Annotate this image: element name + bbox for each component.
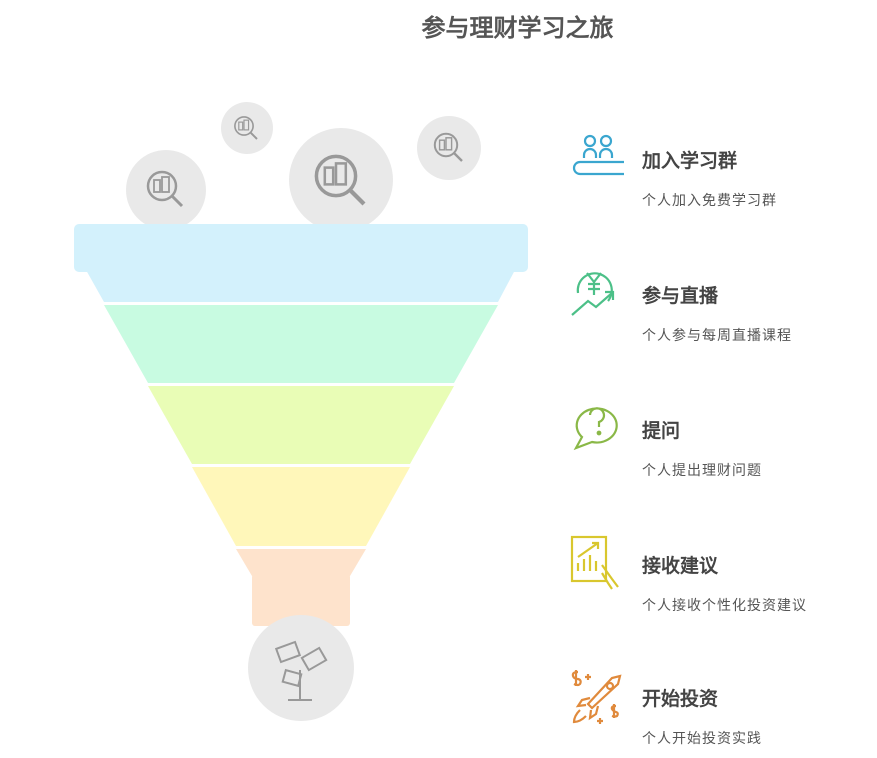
funnel-layer-3 bbox=[148, 386, 454, 464]
funnel-layer-1 bbox=[74, 224, 528, 302]
yuan-growth-icon bbox=[571, 272, 615, 316]
funnel-layer-2 bbox=[104, 305, 498, 383]
step-title: 加入学习群 bbox=[642, 150, 738, 172]
step-title: 接收建议 bbox=[642, 555, 719, 577]
step-description: 个人参与每周直播课程 bbox=[642, 328, 792, 344]
magnifier-circle bbox=[126, 150, 206, 230]
magnifier-circle bbox=[289, 128, 393, 232]
step-join-group: 加入学习群 个人加入免费学习群 bbox=[568, 130, 868, 220]
step-ask-question: 提问 个人提出理财问题 bbox=[568, 400, 868, 490]
step-description: 个人开始投资实践 bbox=[642, 731, 762, 747]
step-description: 个人提出理财问题 bbox=[642, 463, 762, 479]
step-receive-advice: 接收建议 个人接收个性化投资建议 bbox=[568, 535, 868, 625]
people-on-bar-icon bbox=[572, 134, 624, 176]
step-description: 个人加入免费学习群 bbox=[642, 193, 777, 209]
step-title: 参与直播 bbox=[642, 285, 719, 307]
step-title: 提问 bbox=[642, 420, 681, 442]
step-join-live: 参与直播 个人参与每周直播课程 bbox=[568, 265, 868, 355]
rocket-icon bbox=[571, 670, 622, 724]
magnifier-circle bbox=[417, 116, 481, 180]
funnel-layer-5 bbox=[236, 549, 366, 626]
chart-tablet-icon bbox=[570, 535, 619, 590]
step-title: 开始投资 bbox=[642, 688, 719, 710]
funnel-diagram bbox=[74, 102, 528, 721]
magnifier-circle bbox=[221, 102, 273, 154]
question-bubble-icon bbox=[573, 407, 618, 451]
money-plant-circle bbox=[248, 615, 354, 721]
page-title: 参与理财学习之旅 bbox=[421, 14, 614, 42]
step-description: 个人接收个性化投资建议 bbox=[642, 598, 807, 614]
money-plant-icon bbox=[274, 640, 328, 701]
funnel-layer-4 bbox=[192, 467, 410, 546]
step-start-investing: 开始投资 个人开始投资实践 bbox=[568, 668, 868, 758]
